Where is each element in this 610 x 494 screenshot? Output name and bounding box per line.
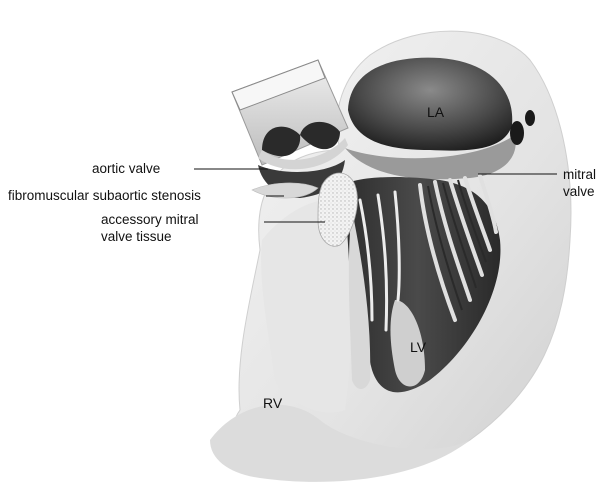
label-mitral-line-1: mitral — [563, 166, 609, 183]
label-accessory-line-2: valve tissue — [101, 228, 261, 245]
label-aortic-valve: aortic valve — [92, 160, 160, 177]
label-rv: RV — [263, 395, 282, 412]
pulmonary-vein-2 — [525, 110, 535, 126]
label-la: LA — [427, 104, 444, 121]
label-mitral-line-2: valve — [563, 183, 609, 200]
label-accessory-mitral-valve-tissue: accessory mitral valve tissue — [101, 211, 261, 245]
label-accessory-line-1: accessory mitral — [101, 211, 261, 228]
label-fibromuscular-subaortic-stenosis: fibromuscular subaortic stenosis — [8, 187, 201, 204]
pulmonary-vein-1 — [510, 121, 524, 145]
label-mitral-valve: mitral valve — [563, 166, 609, 200]
label-lv: LV — [410, 339, 426, 356]
